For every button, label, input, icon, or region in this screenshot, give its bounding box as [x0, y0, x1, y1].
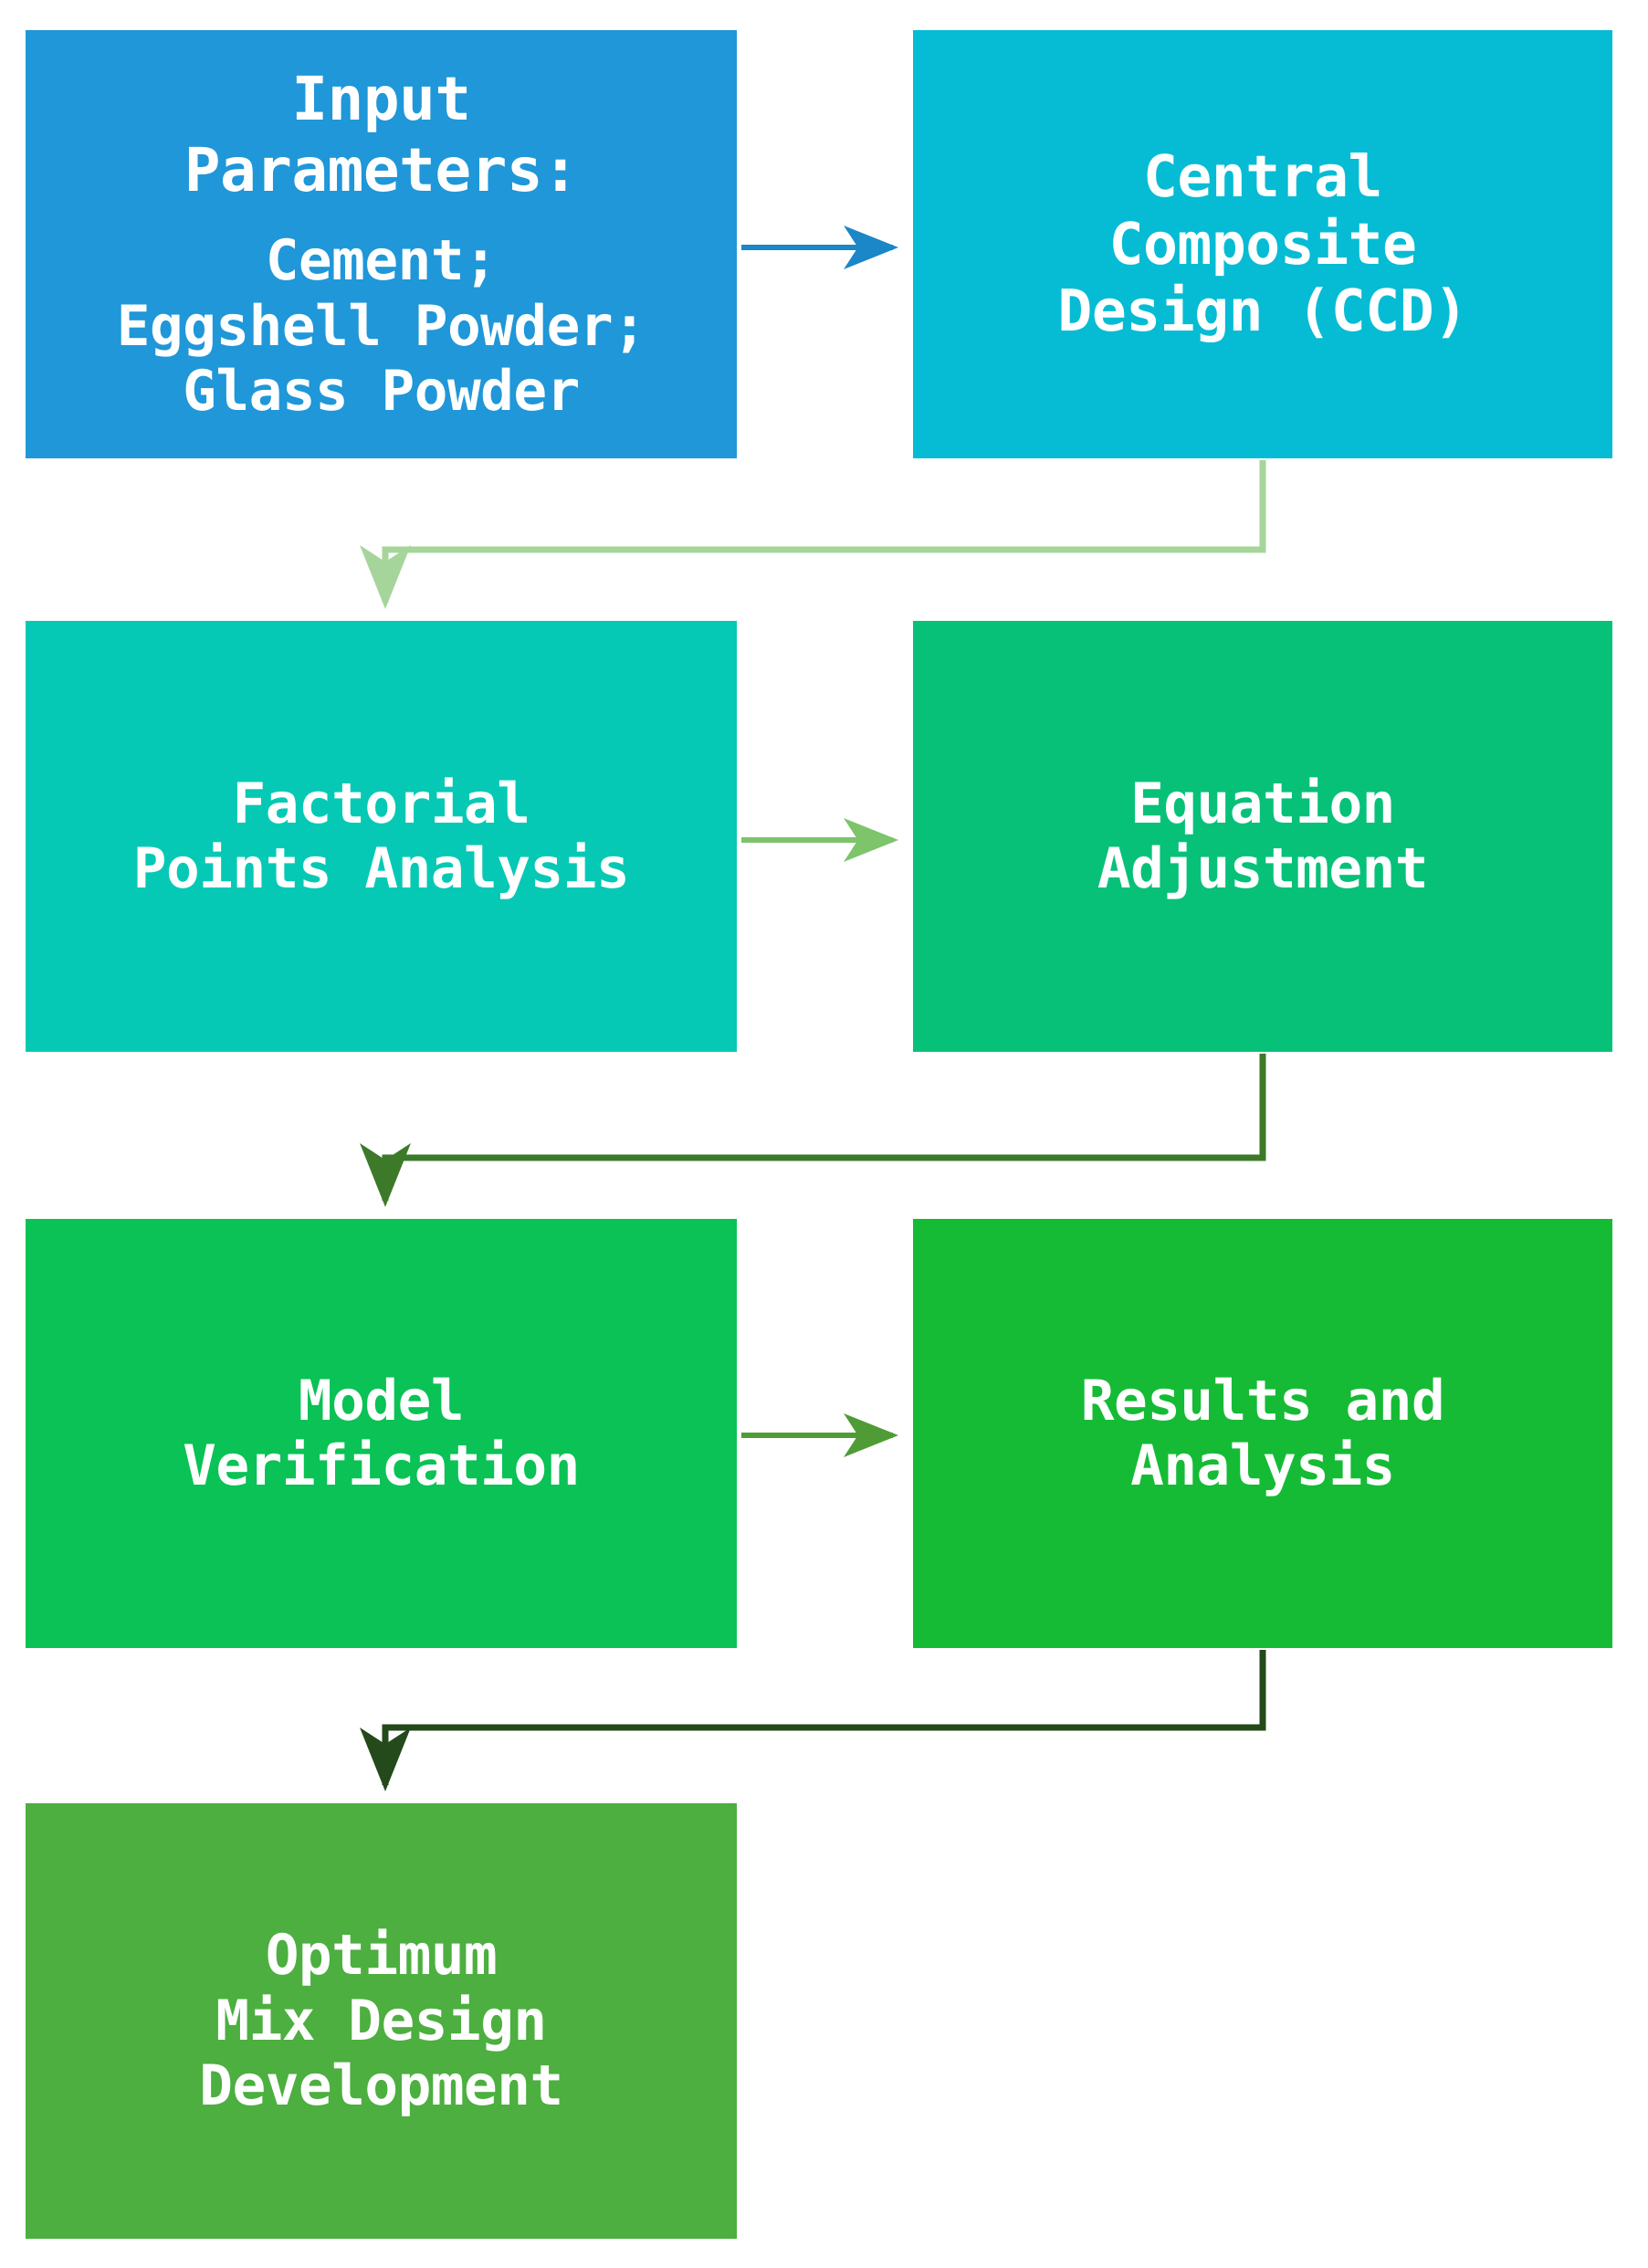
node-model-verification[interactable]: Model Verification	[26, 1219, 737, 1648]
node-results-and-analysis-line-1: Results and	[1080, 1368, 1445, 1433]
node-factorial-points-analysis-line-1: Factorial	[232, 771, 530, 836]
node-equation-adjustment[interactable]: Equation Adjustment	[913, 621, 1612, 1052]
node-equation-adjustment-line-1: Equation	[1130, 771, 1395, 836]
node-central-composite-design-line-3: Design (CCD)	[1057, 278, 1468, 345]
node-optimum-mix-design-line-2: Mix Design	[215, 1988, 547, 2053]
node-optimum-mix-design-line-1: Optimum	[265, 1923, 498, 1989]
node-results-and-analysis-line-2: Analysis	[1130, 1433, 1395, 1498]
connector-ccd-to-factorial	[360, 460, 1266, 609]
node-central-composite-design-line-2: Composite	[1108, 210, 1417, 278]
node-input-parameters-line-5: Glass Powder	[183, 359, 580, 425]
node-optimum-mix-design-line-3: Development	[199, 2053, 563, 2119]
node-input-parameters-line-3: Cement;	[265, 228, 498, 294]
node-factorial-points-analysis[interactable]: Factorial Points Analysis	[26, 621, 737, 1052]
node-model-verification-line-2: Verification	[183, 1433, 580, 1498]
node-central-composite-design-line-1: Central	[1142, 142, 1383, 210]
node-central-composite-design[interactable]: Central Composite Design (CCD)	[913, 30, 1612, 458]
node-model-verification-line-1: Model	[298, 1368, 465, 1433]
connector-equation-to-model	[360, 1054, 1266, 1207]
node-results-and-analysis[interactable]: Results and Analysis	[913, 1219, 1612, 1648]
node-input-parameters-line-4: Eggshell Powder;	[116, 293, 646, 359]
node-input-parameters-line-1: Input	[291, 64, 471, 135]
node-input-parameters-line-2: Parameters:	[184, 134, 579, 205]
node-optimum-mix-design[interactable]: Optimum Mix Design Development	[26, 1803, 737, 2239]
node-factorial-points-analysis-line-2: Points Analysis	[132, 836, 630, 901]
node-equation-adjustment-line-2: Adjustment	[1097, 836, 1429, 901]
connector-results-to-optimum	[360, 1650, 1266, 1791]
node-input-parameters[interactable]: Input Parameters: Cement; Eggshell Powde…	[26, 30, 737, 458]
